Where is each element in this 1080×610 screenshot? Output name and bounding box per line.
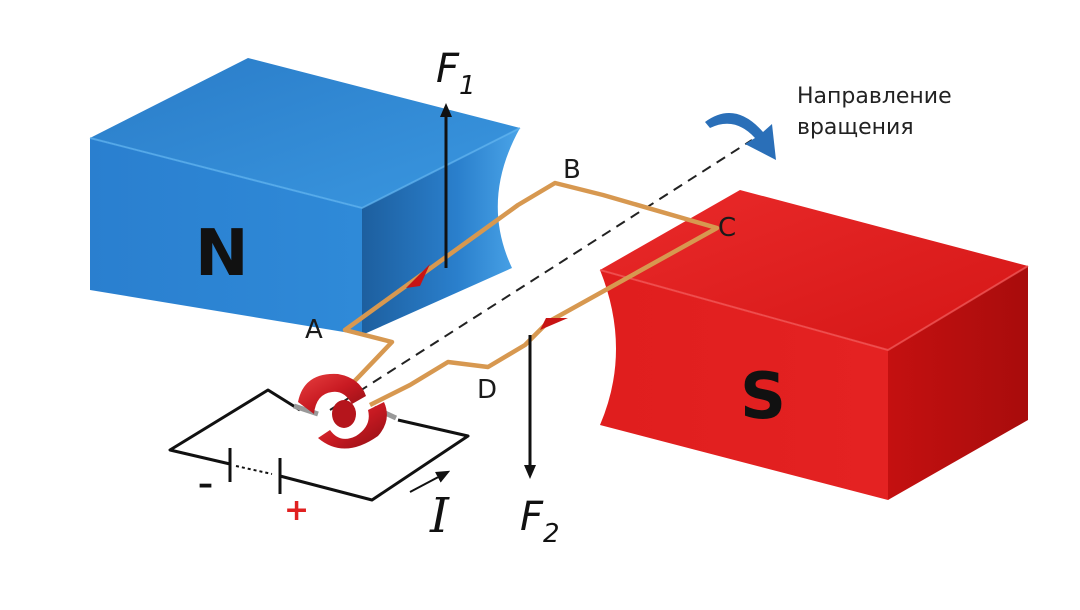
force-f1-symbol: F (436, 46, 460, 92)
commutator-half-ring-upper (298, 373, 366, 414)
north-magnet: N (89, 58, 521, 335)
current-label: I (429, 488, 450, 544)
wire-loop-path (342, 180, 720, 408)
south-magnet-front-face (600, 270, 888, 500)
force-f1-label: F1 (436, 46, 476, 101)
external-circuit: – + I (168, 388, 470, 544)
north-magnet-pole-face (362, 128, 520, 335)
south-magnet-right-face (888, 266, 1028, 500)
commutator-half-ring-lower (318, 402, 387, 449)
vertex-label-c: C (718, 213, 736, 243)
battery-cells-dotted (235, 465, 273, 475)
rotation-label-line2: вращения (797, 115, 914, 140)
force-f2-symbol: F (520, 494, 544, 540)
rotation-label-line1: Направление (797, 84, 952, 109)
north-pole-label: N (195, 217, 249, 291)
vertex-label-b: B (563, 155, 581, 185)
force-f2: F2 (520, 335, 560, 549)
current-arrow-cd (540, 318, 568, 330)
commutator (293, 373, 398, 449)
vertex-label-a: A (305, 315, 323, 345)
rotation-direction: Направление вращения (705, 84, 952, 160)
force-f2-subscript: 2 (543, 519, 560, 549)
south-magnet-edge-highlight (599, 265, 1029, 352)
current-arrow-ab (406, 264, 430, 288)
battery-plus-label: + (284, 493, 309, 528)
rotation-arrow-icon (705, 113, 776, 160)
force-f1-subscript: 1 (459, 71, 476, 101)
north-magnet-top-face (90, 58, 520, 208)
circuit-wire (168, 388, 470, 502)
south-magnet-top-face (600, 190, 1028, 350)
force-f2-label: F2 (520, 494, 560, 549)
north-magnet-edge-highlight (89, 127, 521, 210)
south-magnet: S (599, 190, 1029, 500)
north-magnet-front-face (90, 138, 362, 335)
rotation-axis (329, 139, 753, 411)
battery-minus-label: – (198, 467, 213, 502)
commutator-core (332, 400, 356, 428)
vertex-label-d: D (477, 375, 497, 405)
south-pole-label: S (740, 360, 786, 434)
wire-loop: A B C D (305, 155, 736, 408)
current-direction-arrow (409, 470, 451, 493)
force-f1: F1 (436, 46, 476, 268)
